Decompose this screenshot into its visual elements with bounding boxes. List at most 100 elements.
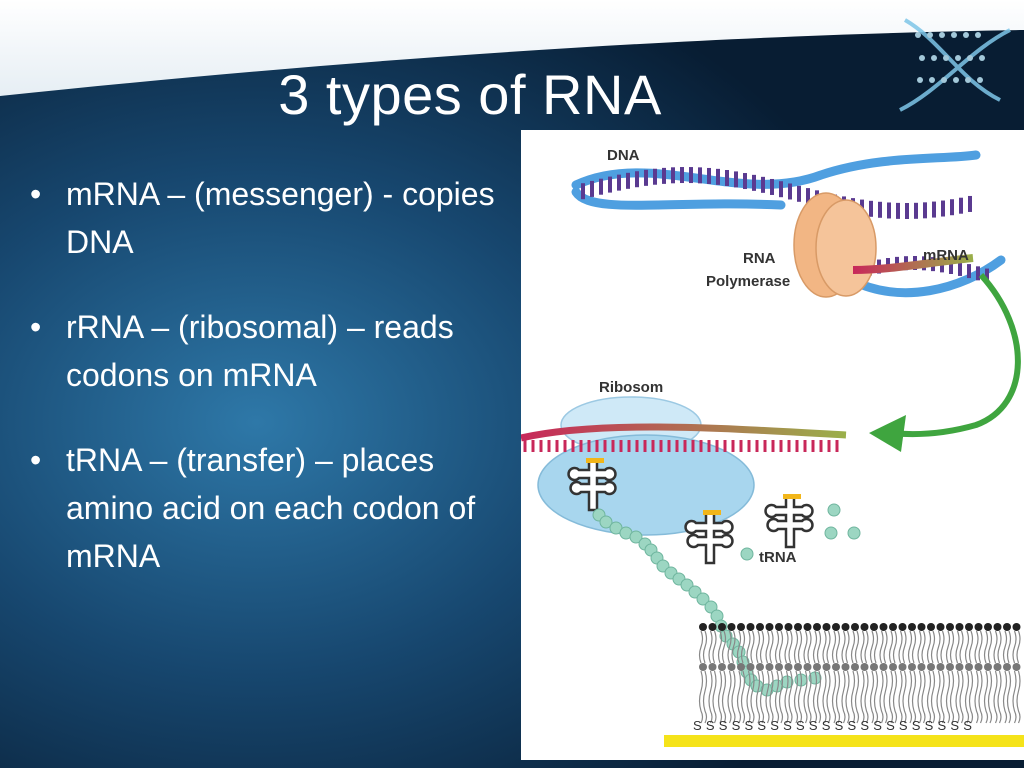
lipid-head xyxy=(851,623,859,631)
lipid-tail xyxy=(997,630,1002,664)
trna-molecules xyxy=(567,458,814,565)
lipid-head xyxy=(746,663,755,671)
lipid-head xyxy=(756,623,764,631)
amino-acid-bead xyxy=(696,592,710,606)
lipid-tail xyxy=(949,630,955,664)
lipid-tail xyxy=(803,670,808,724)
lipid-tail xyxy=(708,670,713,724)
lipid-tail xyxy=(721,670,727,724)
lipid-tail xyxy=(926,630,932,664)
lipid-tail xyxy=(850,670,856,724)
lipid-tail xyxy=(784,630,789,664)
lipid-head xyxy=(699,623,707,631)
lipid-head xyxy=(746,623,755,631)
lipid-head xyxy=(775,623,783,631)
lipid-head xyxy=(822,663,831,671)
bullet-list: • mRNA – (messenger) - copies DNA • rRNA… xyxy=(28,170,518,580)
lipid-tail xyxy=(940,670,945,724)
lipid-head xyxy=(974,663,983,671)
lipid-tail xyxy=(850,630,856,664)
lipid-tail xyxy=(926,670,932,724)
lipid-tail xyxy=(826,670,831,724)
lipid-head xyxy=(832,623,840,631)
label-dna: DNA xyxy=(607,147,640,164)
lipid-tail xyxy=(750,670,755,724)
label-polymerase: Polymerase xyxy=(706,273,790,290)
lipid-tail xyxy=(940,630,945,664)
lipid-head xyxy=(699,663,707,671)
lipid-tail xyxy=(727,630,732,664)
lipid-head xyxy=(784,623,793,631)
lipid-tail xyxy=(778,670,784,724)
bullet-text: tRNA – (transfer) – places amino acid on… xyxy=(66,442,476,574)
lipid-head xyxy=(946,623,954,631)
lipid-tail xyxy=(755,670,761,724)
lipid-tail xyxy=(983,630,989,664)
lipid-tail xyxy=(987,630,993,664)
lipid-tail xyxy=(1016,630,1021,664)
lipid-head xyxy=(765,623,774,631)
lipid-tail xyxy=(788,670,793,724)
lipid-head xyxy=(955,623,964,631)
lipid-tail xyxy=(892,630,898,664)
lipid-tail xyxy=(702,670,708,724)
lipid-tail xyxy=(888,630,894,664)
dna-helix-decoration xyxy=(899,18,1011,112)
lipid-head xyxy=(898,663,907,671)
bullet-text: rRNA – (ribosomal) – reads codons on mRN… xyxy=(66,309,454,393)
lipid-tail xyxy=(974,670,979,724)
lipid-tail xyxy=(959,630,964,664)
lipid-tail xyxy=(778,630,784,664)
lipid-head xyxy=(803,623,812,631)
lipid-head xyxy=(993,663,1002,671)
lipid-tail xyxy=(841,630,846,664)
lipid-tail xyxy=(788,630,793,664)
lipid-tail xyxy=(945,630,951,664)
bullet-marker: • xyxy=(30,442,42,478)
anchor-letters: SSSSSSSSSSSSSSSSSSSSSS xyxy=(693,718,976,733)
rna-polymerase xyxy=(793,192,974,298)
anchor-bar xyxy=(664,735,1024,747)
lipid-tail xyxy=(727,670,732,724)
lipid-tail xyxy=(759,630,765,664)
lipid-tail xyxy=(1002,670,1008,724)
lipid-head xyxy=(908,623,916,631)
lipid-tail xyxy=(964,630,970,664)
amino-acid-bead xyxy=(599,515,613,529)
lipid-head xyxy=(784,663,793,671)
lipid-tail xyxy=(917,670,922,724)
lipid-tail xyxy=(731,670,736,724)
lipid-head xyxy=(803,663,812,671)
label-rna-line1: RNA xyxy=(743,250,776,267)
lipid-head xyxy=(708,623,717,631)
lipid-tail xyxy=(902,630,907,664)
lipid-head xyxy=(917,623,926,631)
lipid-tail xyxy=(993,670,998,724)
lipid-tail xyxy=(888,670,894,724)
lipid-tail xyxy=(803,630,808,664)
lipid-head xyxy=(727,623,736,631)
lipid-tail xyxy=(822,630,827,664)
lipid-tail xyxy=(712,630,717,664)
lipid-head xyxy=(927,663,935,671)
lipid-head xyxy=(860,623,869,631)
lipid-tail xyxy=(708,630,713,664)
lipid-tail xyxy=(769,630,774,664)
lipid-tail xyxy=(978,630,983,664)
amino-acid-bead xyxy=(704,600,718,614)
lipid-head xyxy=(718,623,726,631)
lipid-tail xyxy=(755,630,761,664)
lipid-tail xyxy=(974,630,979,664)
lipid-head xyxy=(718,663,726,671)
lipid-head xyxy=(965,663,973,671)
lipid-tail xyxy=(873,670,879,724)
lipid-tail xyxy=(746,670,751,724)
lipid-head xyxy=(870,663,878,671)
lipid-tail xyxy=(765,670,770,724)
lipid-tail xyxy=(845,630,850,664)
lipid-tail xyxy=(869,670,875,724)
lipid-head xyxy=(936,663,945,671)
lipid-head xyxy=(1003,663,1011,671)
lipid-tail xyxy=(1016,670,1021,724)
lipid-tail xyxy=(769,670,774,724)
